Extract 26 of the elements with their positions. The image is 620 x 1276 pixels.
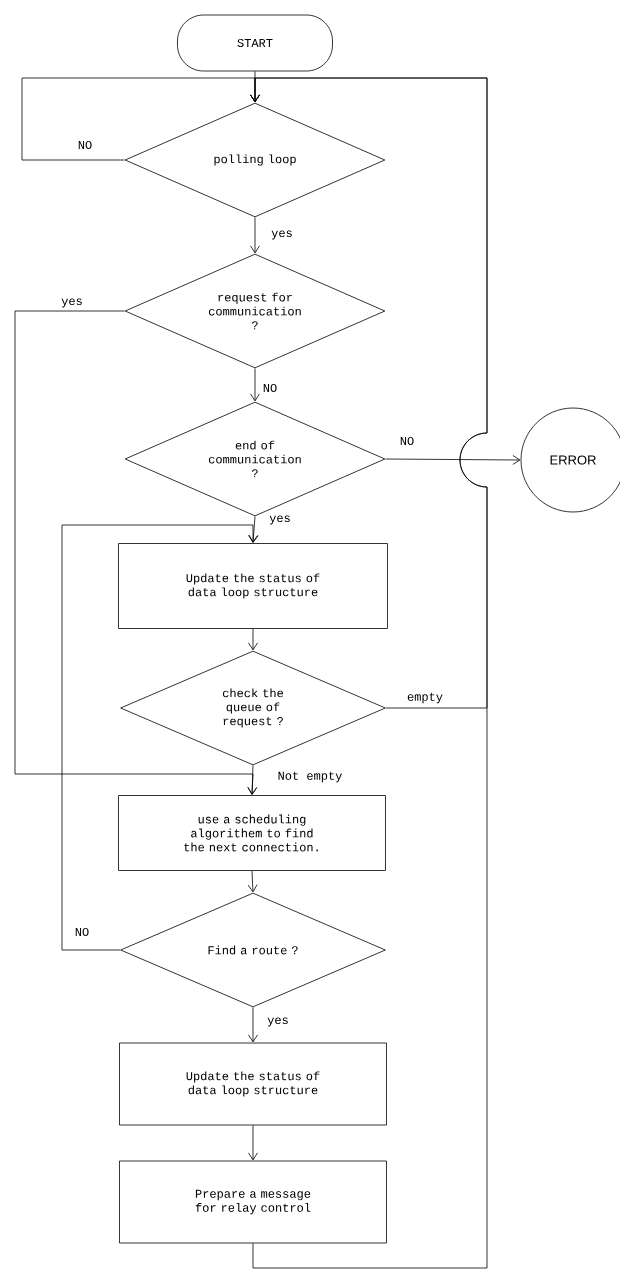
process-box: use a scheduling algorithem to find the next connection. xyxy=(118,795,386,871)
edge-label: yes xyxy=(270,229,294,241)
arrow xyxy=(248,628,258,651)
arrow xyxy=(385,455,521,465)
edge-label: empty xyxy=(406,691,444,705)
process-box: Update the status of data loop structure xyxy=(118,543,388,629)
process-box: Prepare a message for relay control xyxy=(119,1160,387,1244)
arrow xyxy=(250,77,488,1269)
arrow xyxy=(250,368,260,402)
arrow xyxy=(248,516,259,543)
edge-label: yes xyxy=(60,297,84,309)
edge-label: NO xyxy=(398,435,416,447)
edge-label: NO xyxy=(76,139,94,151)
edge-label: Not empty xyxy=(276,770,344,784)
edge-label: yes xyxy=(268,514,292,526)
process-box: Update the status of data loop structure xyxy=(119,1042,387,1126)
edge-label: NO xyxy=(73,926,91,938)
arrow xyxy=(248,1125,258,1161)
arrow xyxy=(250,217,260,254)
terminal-box: START xyxy=(177,14,333,72)
arrow xyxy=(61,524,258,951)
arrow xyxy=(247,765,258,795)
edge-label: yes xyxy=(266,1016,290,1028)
edge-label: NO xyxy=(261,382,279,394)
arrow xyxy=(248,1007,258,1043)
arrow xyxy=(247,870,258,893)
